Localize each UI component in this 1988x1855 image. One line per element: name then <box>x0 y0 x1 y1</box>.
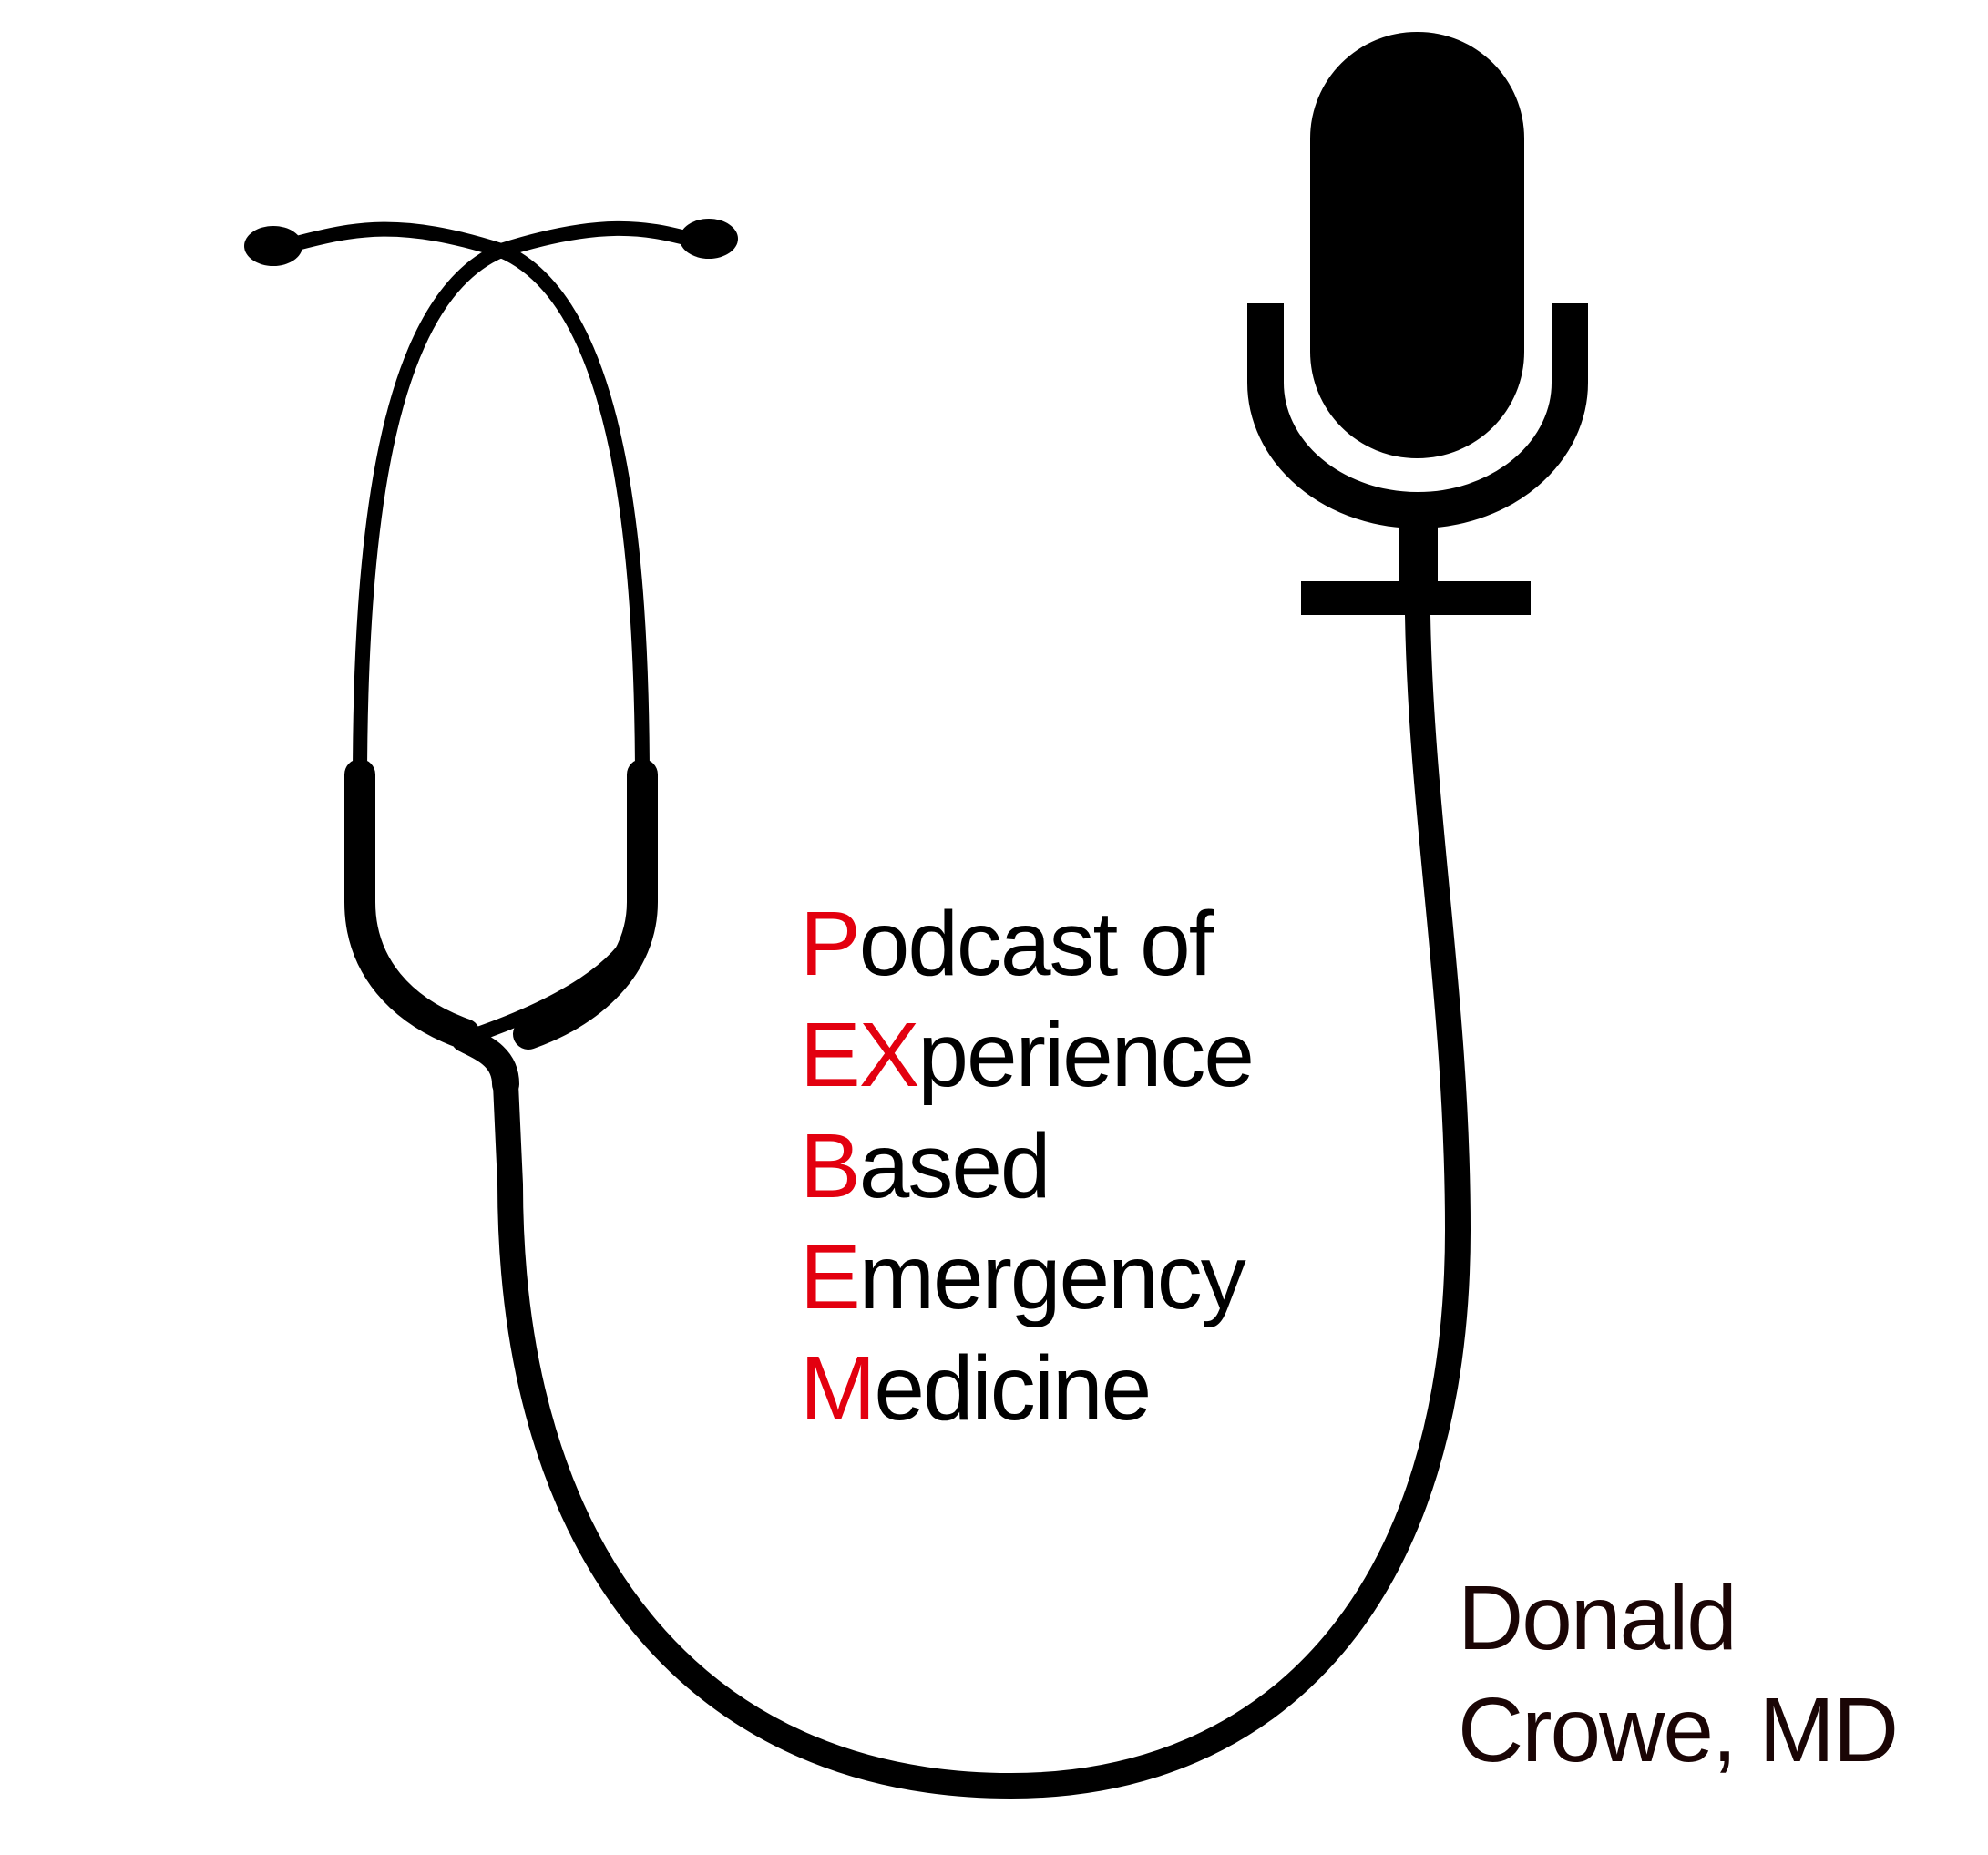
title-rest: edicine <box>874 1337 1152 1440</box>
title-line: Podcast of <box>800 888 1253 999</box>
author-last-name: Crowe, MD <box>1458 1679 1899 1781</box>
title-initial: M <box>800 1337 876 1440</box>
title-line: Medicine <box>800 1333 1253 1444</box>
title-initial: B <box>800 1115 861 1217</box>
author-first-name: Donald <box>1458 1567 1737 1669</box>
title-initial: E <box>800 1226 861 1328</box>
title-line: Emergency <box>800 1222 1253 1333</box>
title-initial: P <box>800 893 861 995</box>
title-rest: mergency <box>858 1226 1246 1328</box>
title-rest: perience <box>917 1004 1255 1106</box>
title-rest: ased <box>858 1115 1051 1217</box>
microphone-icon <box>1247 32 1588 615</box>
title-line: Based <box>800 1111 1253 1222</box>
title-line: EXperience <box>800 999 1255 1111</box>
podcast-title: Podcast of EXperience Based Emergency Me… <box>800 888 1255 1444</box>
author-name: Donald Crowe, MD <box>1458 1563 1899 1787</box>
title-rest: odcast of <box>858 893 1214 995</box>
stethoscope-icon <box>244 219 1471 1799</box>
title-initial: EX <box>800 1004 919 1106</box>
